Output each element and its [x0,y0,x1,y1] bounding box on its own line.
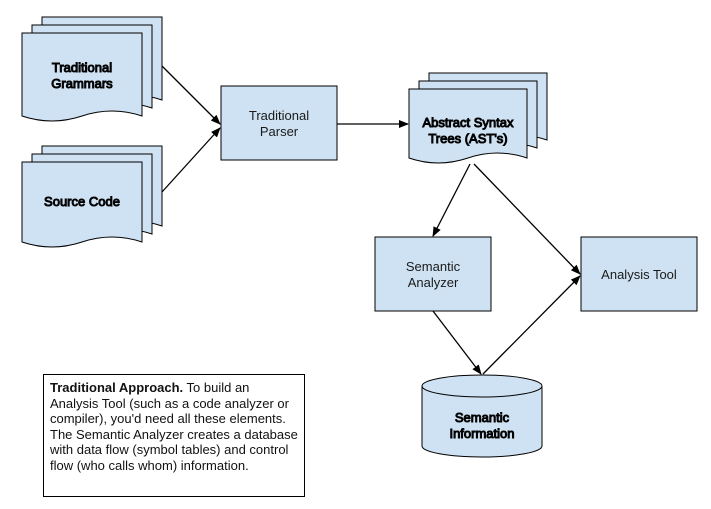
grammars-label-line1: Traditional [52,60,112,75]
arrow-ast-to-analyzer [432,163,471,237]
source-code-label: Source Code [44,194,120,209]
ast-label-line2: Trees (AST's) [428,131,507,146]
arrow-analyzer-to-semantic-info [432,310,482,375]
arrow-semantic-info-to-analysis-tool [482,275,581,375]
semantic-info-label-line1: Semantic [455,410,510,425]
traditional-grammars-node: Traditional Grammars [21,16,163,122]
analyzer-label-line2: Analyzer [408,275,459,290]
ast-node: Abstract Syntax Trees (AST's) [408,72,548,164]
analyzer-label-line1: Semantic [406,259,461,274]
grammars-label-line2: Grammars [51,76,113,91]
parser-label-line2: Parser [260,124,299,139]
analysis-tool-label: Analysis Tool [601,267,677,282]
note-body: To build an Analysis Tool (such as a cod… [50,380,298,473]
traditional-parser-node: Traditional Parser [220,85,338,161]
parser-label-line1: Traditional [249,108,309,123]
arrow-source-to-parser [161,127,221,193]
semantic-information-node: Semantic Information [421,374,543,458]
analysis-tool-node: Analysis Tool [580,236,698,312]
semantic-info-label-line2: Information [449,426,514,441]
arrow-ast-to-analysis-tool [473,163,581,275]
ast-label-line1: Abstract Syntax [422,115,514,130]
semantic-analyzer-node: Semantic Analyzer [374,236,492,312]
arrow-grammars-to-parser [161,65,221,125]
note-heading: Traditional Approach. [50,380,184,395]
traditional-approach-note: Traditional Approach. To build an Analys… [43,374,305,497]
source-code-node: Source Code [21,145,163,248]
